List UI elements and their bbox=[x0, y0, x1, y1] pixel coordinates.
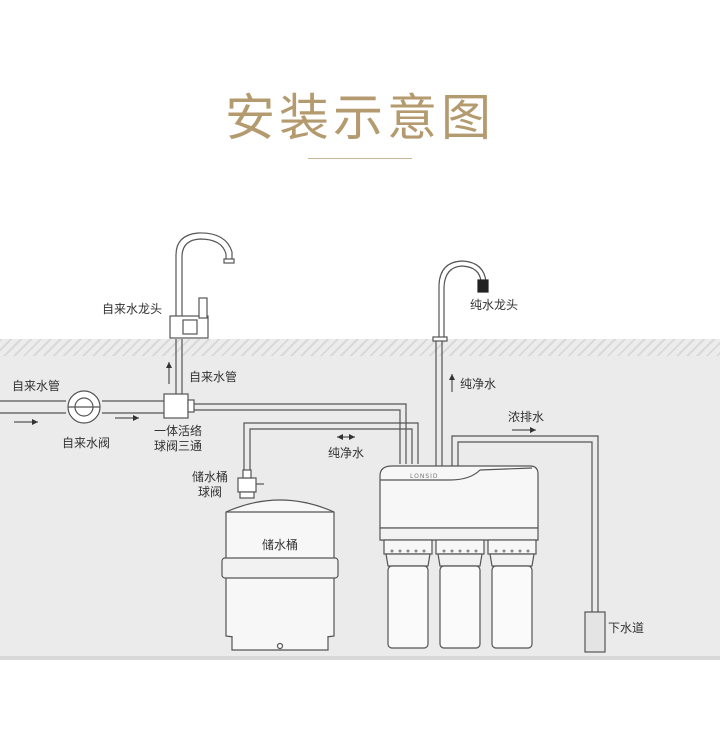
tap-water-pipe bbox=[0, 400, 165, 414]
cartridge-rim-3 bbox=[494, 549, 530, 553]
under-sink-cabinet bbox=[0, 356, 720, 656]
label-pure-water-up: 纯净水 bbox=[460, 377, 497, 391]
drain-outlet bbox=[584, 611, 606, 653]
label-tee-valve-line1: 一体活络 bbox=[153, 424, 202, 438]
filter-cartridge-3 bbox=[487, 539, 537, 649]
label-tap-faucet: 自来水龙头 bbox=[102, 302, 163, 316]
label-pure-faucet: 纯水龙头 bbox=[470, 298, 519, 312]
cabinet-floor bbox=[0, 656, 720, 660]
tank-pipe bbox=[243, 422, 419, 478]
tap-valve bbox=[67, 390, 101, 424]
cartridge-rim-2 bbox=[442, 549, 478, 553]
tap-faucet bbox=[169, 232, 235, 339]
label-tee-valve: 一体活络 球阀三通 bbox=[148, 424, 208, 454]
tank-valve bbox=[237, 469, 264, 499]
label-tap-pipe: 自来水管 bbox=[12, 379, 61, 393]
pure-water-pipe bbox=[435, 341, 443, 466]
filter-cartridge-1 bbox=[383, 539, 433, 649]
label-tank-valve-line1: 储水桶 bbox=[191, 470, 228, 484]
tee-valve bbox=[163, 339, 195, 419]
drain-pipe bbox=[451, 435, 599, 612]
cartridge-rim-1 bbox=[390, 549, 426, 553]
label-tap-valve: 自来水阀 bbox=[62, 436, 111, 450]
purifier-unit bbox=[379, 465, 539, 541]
title-divider bbox=[308, 158, 412, 159]
label-tank: 储水桶 bbox=[262, 538, 299, 552]
label-tap-pipe-up: 自来水管 bbox=[189, 370, 238, 384]
label-tank-valve-line2: 球阀 bbox=[197, 485, 222, 499]
label-tee-valve-line2: 球阀三通 bbox=[153, 439, 202, 453]
page-title: 安装示意图 bbox=[225, 89, 495, 147]
storage-tank bbox=[221, 499, 339, 651]
feed-pipe bbox=[194, 403, 407, 464]
label-pure-water-mid: 纯净水 bbox=[328, 446, 365, 460]
filter-cartridge-2 bbox=[435, 539, 485, 649]
label-tank-valve: 储水桶 球阀 bbox=[186, 470, 234, 500]
brand-logo-text: LONSID bbox=[410, 473, 439, 480]
pure-water-faucet bbox=[432, 260, 489, 342]
label-concentrate: 浓排水 bbox=[508, 410, 545, 424]
label-drain: 下水道 bbox=[608, 621, 645, 635]
